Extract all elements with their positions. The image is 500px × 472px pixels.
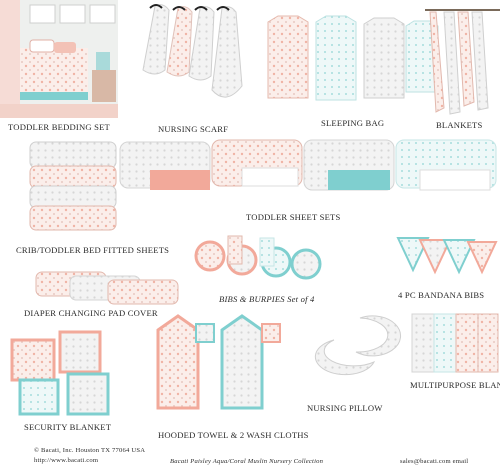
label-hooded-towel: HOODED TOWEL & 2 WASH CLOTHS [158,430,309,440]
fitted-sheets-image [29,141,117,231]
toddler-sheet-sets-image [119,139,497,191]
bandana-bibs-image [396,237,498,275]
footer-email: sales@bacati.com email [400,458,469,465]
label-sleeping-bag: SLEEPING BAG [321,118,385,128]
pad-cover-image [35,271,179,305]
blankets-image [425,9,500,115]
label-nursing-scarf: NURSING SCARF [158,124,229,134]
label-toddler-bedding-set: TODDLER BEDDING SET [8,122,110,132]
label-bibs-burpies: BIBS & BURPIES Set of 4 [219,294,315,304]
label-blankets: BLANKETS [436,120,483,130]
toddler-bedding-image [0,0,118,118]
bibs-image [194,235,322,280]
label-toddler-sheet-sets: TODDLER SHEET SETS [246,212,341,222]
sleeping-bag-image [267,15,439,101]
footer-collection: Bacati Paisley Aqua/Coral Muslin Nursery… [170,458,324,465]
security-blanket-image [10,330,110,416]
label-bandana-bibs: 4 PC BANDANA BIBS [398,290,485,300]
footer-copyright: © Bacati, Inc. Houston TX 77064 USA [34,447,146,454]
label-multipurpose-blankets: MULTIPURPOSE BLANKETS [410,380,500,390]
nursing-scarf-image [142,4,243,98]
label-crib-fitted-sheets: CRIB/TODDLER BED FITTED SHEETS [16,245,170,255]
multipurpose-blankets-image [411,313,499,373]
nursing-pillow-image [314,315,402,376]
footer-website: http://www.bacati.com [34,457,99,464]
label-nursing-pillow: NURSING PILLOW [307,403,383,413]
hooded-towel-image [156,314,281,410]
label-security-blanket: SECURITY BLANKET [24,422,112,432]
label-diaper-pad-cover: DIAPER CHANGING PAD COVER [24,308,158,318]
